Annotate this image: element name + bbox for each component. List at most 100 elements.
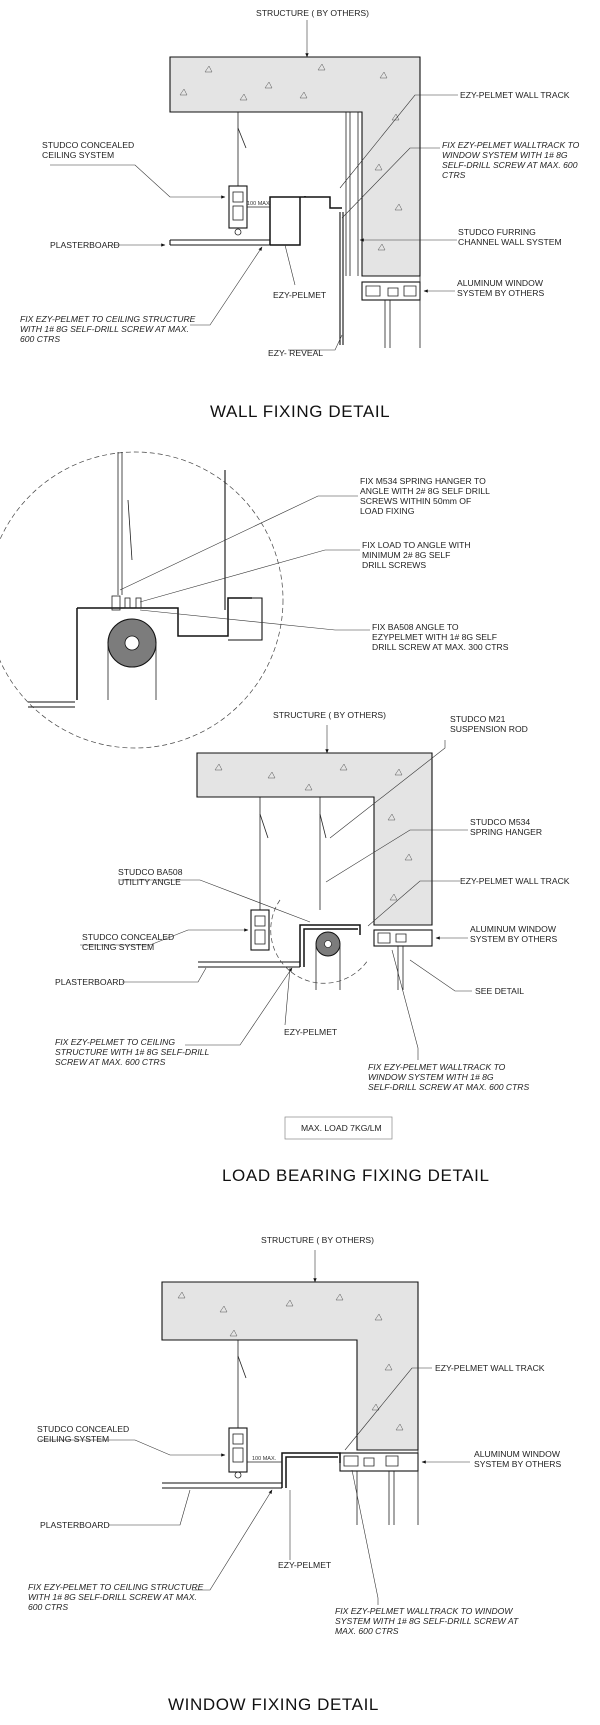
- load-ceiling-clip: [250, 909, 270, 951]
- load-enlarged-rod: [117, 452, 123, 595]
- window-concrete-hatch: [177, 1291, 404, 1431]
- load-leader-walltrack: [367, 880, 460, 927]
- wall-leader-fix-walltrack: [341, 147, 440, 219]
- wall-concrete-structure: [169, 56, 421, 277]
- wall-leader-walltrack: [339, 94, 458, 189]
- wall-window-label: ALUMINUM WINDOW SYSTEM BY OTHERS: [457, 278, 545, 298]
- wall-ceiling-clip: [228, 185, 248, 236]
- window-leader-walltrack: [344, 1367, 432, 1451]
- wall-leader-ceiling: [50, 164, 226, 199]
- load-window-label: ALUMINUM WINDOW SYSTEM BY OTHERS: [470, 924, 558, 944]
- load-leader-see-detail: [409, 959, 472, 992]
- wall-detail-title: WALL FIXING DETAIL: [210, 402, 390, 421]
- window-walltrack-label: EZY-PELMET WALL TRACK: [435, 1363, 545, 1373]
- window-window-label: ALUMINUM WINDOW SYSTEM BY OTHERS: [474, 1449, 562, 1469]
- load-spring-hanger-2: [319, 813, 327, 839]
- wall-furring-label: STUDCO FURRING CHANNEL WALL SYSTEM: [458, 227, 562, 247]
- window-mullion: [356, 1450, 419, 1525]
- load-leader-fix-walltrack: [391, 949, 419, 1060]
- wall-ceiling-label: STUDCO CONCEALED CEILING SYSTEM: [42, 140, 137, 160]
- wall-plasterboard-label: PLASTERBOARD: [50, 240, 120, 250]
- load-leader-fix-hanger: [119, 495, 358, 591]
- wall-fix-walltrack-label: FIX EZY-PELMET WALLTRACK TO WINDOW SYSTE…: [442, 140, 582, 180]
- load-leader-fix-angle: [139, 609, 370, 631]
- window-ceiling-clip: [228, 1427, 248, 1479]
- load-spring-hanger-1: [259, 813, 269, 839]
- load-structure-label: STRUCTURE ( BY OTHERS): [273, 710, 386, 720]
- window-detail-title: WINDOW FIXING DETAIL: [168, 1695, 379, 1714]
- wall-walltrack-label: EZY-PELMET WALL TRACK: [460, 90, 570, 100]
- load-bearing-fixing-detail: FIX M534 SPRING HANGER TO ANGLE WITH 2# …: [0, 451, 570, 1185]
- wall-window-glass: [384, 300, 391, 348]
- window-fixing-detail: 100 MAX. STRUCTURE ( BY OTHERS) EZY-PELM…: [28, 1235, 562, 1714]
- load-enlarged-plasterboard: [28, 701, 75, 708]
- wall-leader-reveal: [288, 334, 343, 351]
- load-ezy-pelmet-profile: [299, 924, 361, 967]
- load-spring-label: STUDCO M534 SPRING HANGER: [470, 817, 542, 837]
- wall-spring-hanger-wire: [237, 127, 247, 149]
- window-plasterboard: [162, 1482, 282, 1489]
- load-angle-label: STUDCO BA508 UTILITY ANGLE: [118, 867, 185, 887]
- load-fix-ceiling-label: FIX EZY-PELMET TO CEILING STRUCTURE WITH…: [55, 1037, 211, 1067]
- load-leader-ceiling: [80, 928, 249, 946]
- window-concrete-structure: [161, 1281, 419, 1451]
- wall-ezy-reveal: [339, 212, 344, 345]
- load-ceiling-label: STUDCO CONCEALED CEILING SYSTEM: [82, 932, 177, 952]
- window-leader-fix-ceiling: [192, 1489, 273, 1591]
- window-ezy-pelmet-profile: [281, 1452, 341, 1488]
- load-see-detail-label: SEE DETAIL: [475, 986, 524, 996]
- load-enlarged-roller: [107, 618, 157, 700]
- wall-leader-pelmet: [284, 244, 296, 286]
- window-leader-fix-walltrack: [351, 1469, 379, 1605]
- load-fix-load-label: FIX LOAD TO ANGLE WITH MINIMUM 2# 8G SEL…: [362, 540, 473, 570]
- load-walltrack-label: EZY-PELMET WALL TRACK: [460, 876, 570, 886]
- load-leader-rod: [329, 740, 446, 839]
- load-pelmet-label: EZY-PELMET: [284, 1027, 338, 1037]
- load-plasterboard-label: PLASTERBOARD: [55, 977, 125, 987]
- window-structure-label: STRUCTURE ( BY OTHERS): [261, 1235, 374, 1245]
- load-enlarged-track: [228, 597, 263, 641]
- wall-structure-label: STRUCTURE ( BY OTHERS): [256, 8, 369, 18]
- wall-window-frame: [361, 281, 421, 301]
- load-leader-spring: [325, 829, 468, 883]
- load-max-load-box: [284, 1116, 393, 1140]
- load-detail-title: LOAD BEARING FIXING DETAIL: [222, 1166, 490, 1185]
- window-plasterboard-label: PLASTERBOARD: [40, 1520, 110, 1530]
- load-detail-circle: [0, 451, 284, 749]
- window-window-glass: [388, 1471, 395, 1525]
- load-window-frame: [373, 929, 433, 947]
- load-see-detail-circle: [270, 899, 369, 984]
- load-enlarged-angle: [76, 597, 252, 700]
- load-enlarged-screws: [111, 595, 142, 611]
- load-concrete-hatch: [214, 763, 413, 901]
- wall-leader-fix-ceiling: [190, 246, 263, 326]
- window-spring-hanger-wire: [237, 1355, 247, 1379]
- window-window-detail: [343, 1455, 399, 1467]
- wall-fixing-detail: 100 MAX. STRUCTURE ( BY OTHERS) EZY-PELM…: [20, 8, 582, 421]
- window-dim-label: 100 MAX.: [252, 1456, 277, 1462]
- window-fix-ceiling-label: FIX EZY-PELMET TO CEILING STRUCTURE WITH…: [28, 1582, 206, 1612]
- load-max-load-label: MAX. LOAD 7KG/LM: [301, 1123, 382, 1133]
- load-leader-angle: [120, 879, 311, 923]
- load-rod-label: STUDCO M21 SUSPENSION ROD: [450, 714, 528, 734]
- wall-fix-ceiling-label: FIX EZY-PELMET TO CEILING STRUCTURE WITH…: [20, 314, 198, 344]
- wall-ezy-pelmet-profile: [269, 196, 342, 246]
- window-fix-walltrack-label: FIX EZY-PELMET WALLTRACK TO WINDOW SYSTE…: [335, 1606, 521, 1636]
- wall-window-detail: [365, 285, 417, 297]
- load-concrete-structure: [196, 752, 433, 926]
- load-fix-angle-label: FIX BA508 ANGLE TO EZYPELMET WITH 1# 8G …: [372, 622, 509, 652]
- wall-dim-label: 100 MAX.: [247, 201, 272, 207]
- load-plasterboard: [198, 961, 300, 968]
- wall-reveal-label: EZY- REVEAL: [268, 348, 323, 358]
- load-fix-walltrack-label: FIX EZY-PELMET WALLTRACK TO WINDOW SYSTE…: [368, 1062, 530, 1092]
- window-ceiling-label: STUDCO CONCEALED CEILING SYSTEM: [37, 1424, 132, 1444]
- load-leader-pelmet: [284, 967, 291, 1026]
- window-pelmet-label: EZY-PELMET: [278, 1560, 332, 1570]
- load-roller-hub: [324, 940, 332, 948]
- wall-pelmet-label: EZY-PELMET: [273, 290, 327, 300]
- load-window-glass: [397, 946, 404, 990]
- window-leader-ceiling: [40, 1439, 226, 1457]
- load-fix-hanger-label: FIX M534 SPRING HANGER TO ANGLE WITH 2# …: [360, 476, 492, 516]
- load-leader-fix-load: [139, 549, 360, 603]
